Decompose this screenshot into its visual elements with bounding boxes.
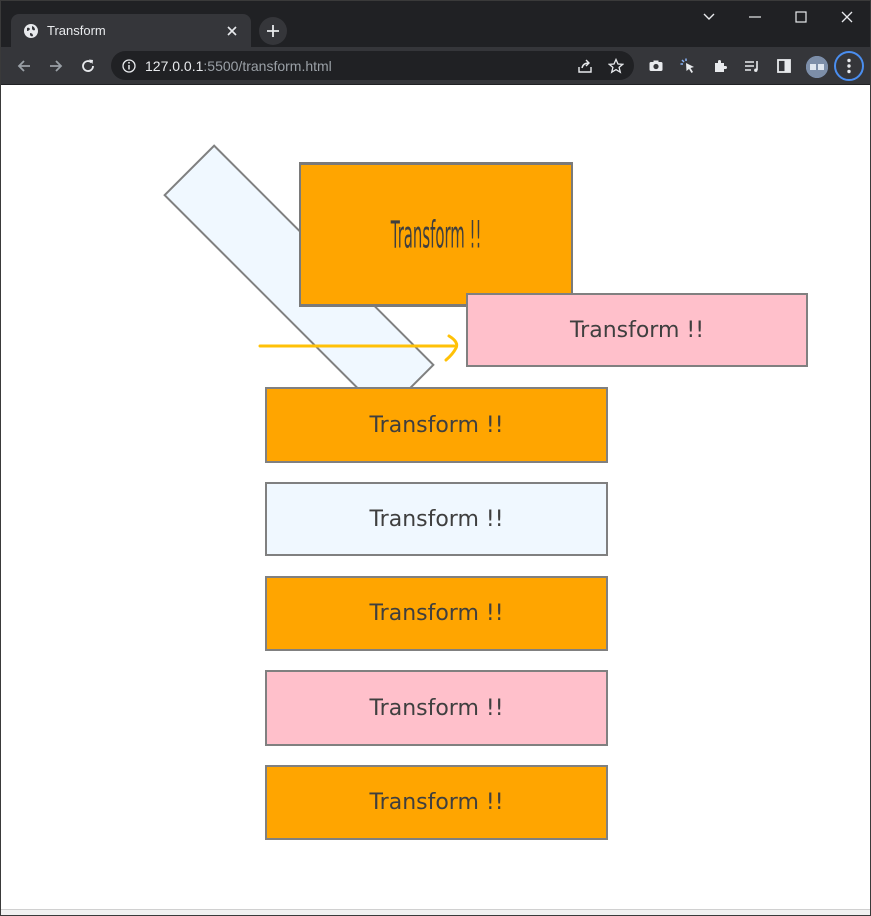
maximize-icon [795, 11, 807, 23]
tab-transform[interactable]: Transform [11, 14, 251, 47]
translated-box: Transform !! [466, 293, 808, 367]
transform-box-4: Transform !! [265, 670, 608, 746]
camera-icon[interactable] [642, 52, 670, 80]
transform-box-5-label: Transform !! [369, 790, 504, 815]
back-button[interactable] [10, 52, 38, 80]
tab-strip: Transform [1, 1, 870, 47]
url-host: 127.0.0.1 [145, 57, 204, 74]
side-panel-icon[interactable] [770, 52, 798, 80]
tab-search-button[interactable] [689, 3, 729, 31]
devtools-edge [1, 909, 870, 915]
globe-icon [23, 23, 39, 39]
forward-button[interactable] [42, 52, 70, 80]
chevron-down-icon [703, 13, 715, 20]
scaled-box-label: Transform !! [390, 212, 482, 257]
reload-button[interactable] [74, 52, 102, 80]
address-bar[interactable]: 127.0.0.1:5500/transform.html [111, 51, 634, 80]
transform-box-1-label: Transform !! [369, 412, 504, 438]
new-tab-button[interactable] [259, 17, 287, 45]
url-path: :5500/transform.html [203, 57, 332, 74]
translated-box-label: Transform !! [569, 317, 705, 343]
reload-icon [82, 59, 94, 72]
scaled-box: Transform !! [299, 162, 573, 307]
tab-title: Transform [47, 23, 106, 38]
reading-list-icon[interactable] [738, 52, 766, 80]
avatar[interactable] [806, 56, 828, 78]
transform-box-3: Transform !! [265, 576, 608, 651]
arrow-icon [258, 334, 459, 362]
more-vertical-icon [847, 58, 851, 74]
transform-box-4-label: Transform !! [369, 695, 504, 721]
page-viewport: Transform !! Transform !! Transform !! T… [1, 85, 870, 909]
arrow-left-icon [17, 60, 30, 72]
star-icon[interactable] [602, 52, 630, 80]
close-icon[interactable] [223, 22, 241, 40]
puzzle-icon[interactable] [706, 52, 734, 80]
cursor-click-icon[interactable] [674, 52, 702, 80]
minimize-button[interactable] [735, 3, 775, 31]
transform-box-2: Transform !! [265, 482, 608, 556]
transform-box-2-label: Transform !! [369, 506, 504, 532]
minimize-icon [749, 16, 761, 18]
transform-box-1: Transform !! [265, 387, 608, 463]
url-text[interactable]: 127.0.0.1:5500/transform.html [145, 58, 332, 74]
share-icon[interactable] [571, 52, 599, 80]
arrow-right-icon [50, 60, 63, 72]
menu-button[interactable] [834, 51, 864, 81]
window-close-button[interactable] [827, 3, 867, 31]
info-icon[interactable] [121, 58, 137, 74]
plus-icon [267, 25, 279, 37]
browser-toolbar: 127.0.0.1:5500/transform.html [1, 47, 870, 85]
transform-box-5: Transform !! [265, 765, 608, 840]
maximize-button[interactable] [781, 3, 821, 31]
transform-box-3-label: Transform !! [369, 601, 504, 626]
close-icon [841, 11, 853, 23]
